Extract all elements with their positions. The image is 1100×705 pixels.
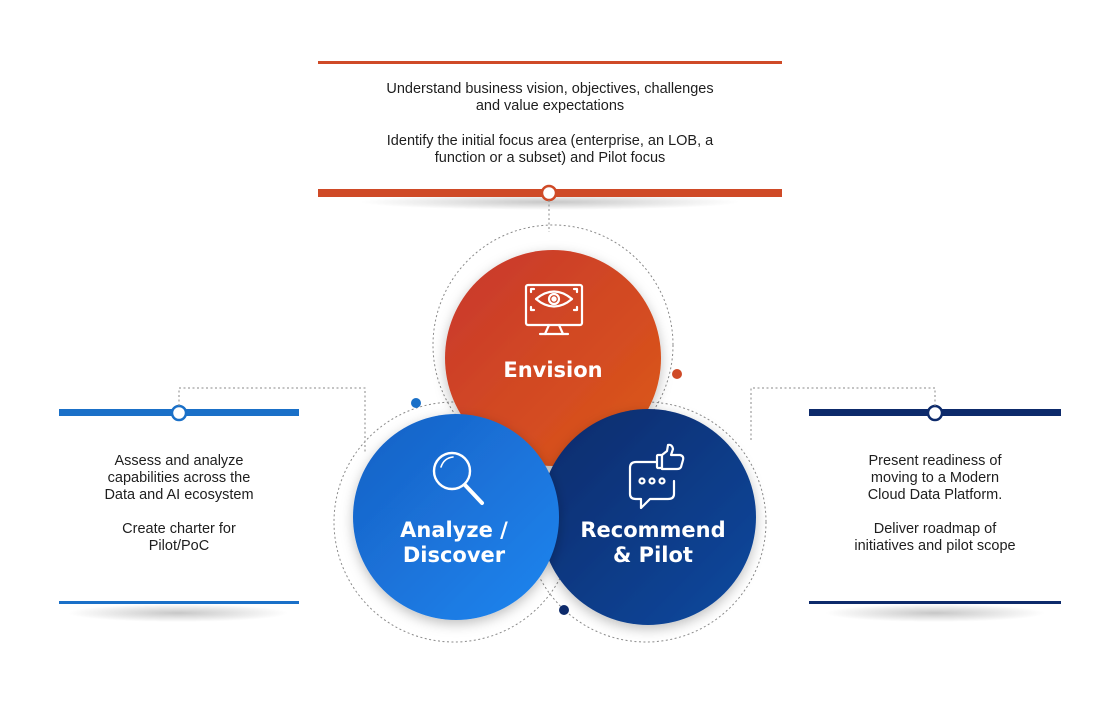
envision-circle	[445, 250, 661, 466]
top-box-paragraph-1: Understand business vision, objectives, …	[386, 81, 714, 114]
top-box-connector-node	[540, 184, 558, 202]
recommend-accent-dot	[559, 605, 569, 615]
magnifier-icon	[432, 451, 484, 505]
analyze-accent-dot	[411, 398, 421, 408]
thumbs-up-chat-icon	[628, 443, 685, 510]
left-box-connector-node	[170, 404, 188, 422]
right-box-connector-node	[926, 404, 944, 422]
right-box-paragraph-2: Deliver roadmap of initiatives and pilot…	[854, 521, 1016, 554]
top-box-paragraph-2: Identify the initial focus area (enterpr…	[386, 133, 714, 166]
right-box-shadow	[825, 604, 1045, 622]
recommend-circle	[540, 409, 756, 625]
top-box-top-bar	[318, 61, 782, 64]
left-box-bottom-bar	[59, 601, 299, 604]
monitor-eye-icon	[524, 283, 584, 336]
left-box-shadow	[68, 604, 288, 622]
envision-accent-dot	[672, 369, 682, 379]
right-box-bottom-bar	[809, 601, 1061, 604]
recommend-pilot-label: Recommend & Pilot	[580, 518, 726, 567]
left-box-paragraph-1: Assess and analyze capabilities across t…	[104, 453, 254, 503]
envision-label: Envision	[503, 358, 603, 382]
analyze-circle	[353, 414, 559, 620]
left-box-paragraph-2: Create charter for Pilot/PoC	[122, 521, 236, 554]
top-box-shadow	[360, 194, 740, 210]
analyze-discover-label: Analyze / Discover	[400, 518, 508, 567]
right-box-paragraph-1: Present readiness of moving to a Modern …	[867, 453, 1003, 503]
